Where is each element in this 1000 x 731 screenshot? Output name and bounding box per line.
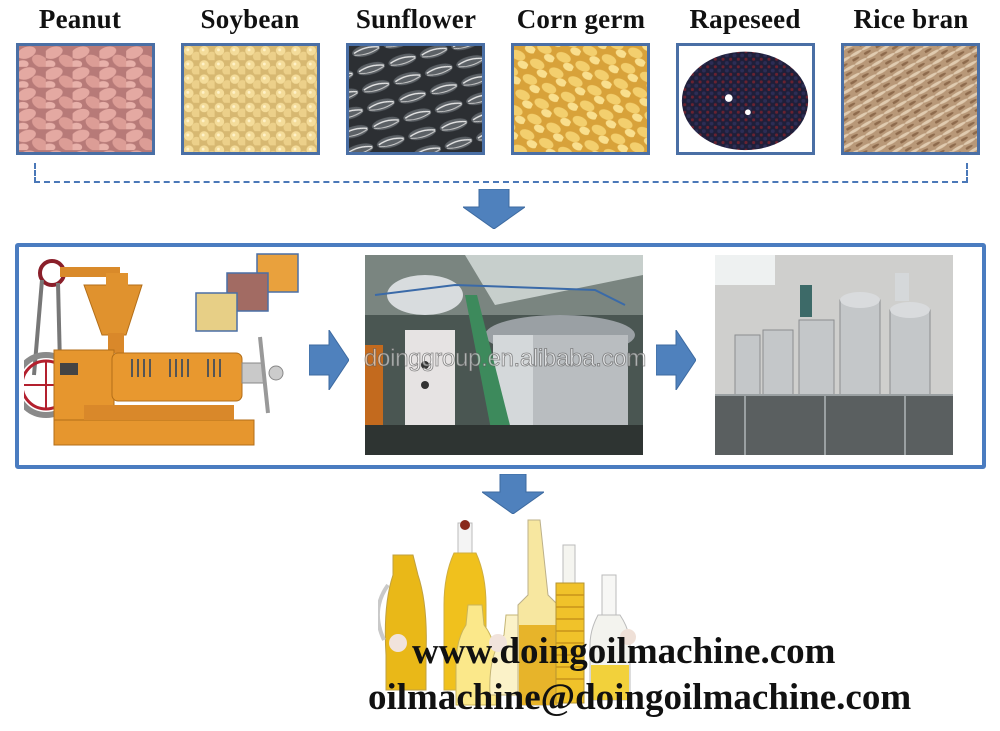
- extraction-plant-image: [365, 255, 643, 455]
- soybean-image: [181, 43, 320, 155]
- arrow-right-icon: [655, 328, 697, 392]
- arrow-right-icon: [308, 328, 350, 392]
- label-sunflower: Sunflower: [355, 4, 477, 34]
- label-soybean: Soybean: [200, 4, 300, 34]
- peanut-image: [16, 43, 155, 155]
- arrow-down-icon: [480, 473, 546, 515]
- website-link[interactable]: www.doingoilmachine.com: [412, 631, 836, 672]
- rice-bran-image: [841, 43, 980, 155]
- rapeseed-image: [676, 43, 815, 155]
- sunflower-image: [346, 43, 485, 155]
- raw-materials-bracket: [34, 163, 968, 183]
- oil-bottles-image: [378, 515, 643, 720]
- label-rapeseed: Rapeseed: [689, 4, 801, 34]
- label-corn-germ: Corn germ: [516, 4, 646, 34]
- email-link[interactable]: oilmachine@doingoilmachine.com: [368, 677, 912, 718]
- seed-samples-thumbnails: [195, 253, 300, 333]
- refinery-plant-image: [715, 255, 953, 455]
- label-rice-bran: Rice bran: [853, 4, 969, 34]
- corn-germ-image: [511, 43, 650, 155]
- arrow-down-icon: [461, 188, 527, 230]
- oil-press-machine-image: [24, 255, 299, 455]
- watermark-text: doinggroup.en.alibaba.com: [363, 345, 647, 373]
- label-peanut: Peanut: [38, 4, 122, 34]
